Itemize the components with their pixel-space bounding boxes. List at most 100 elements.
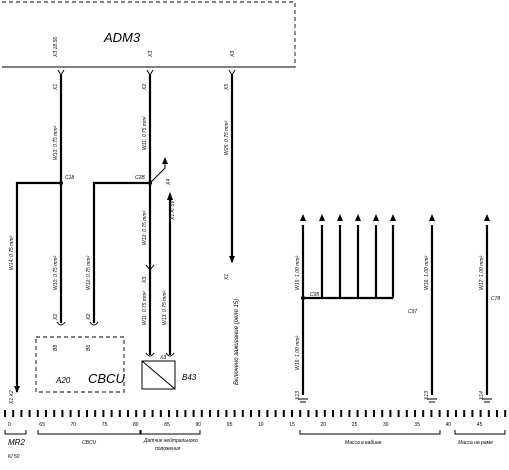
ruler-segment <box>315 410 318 417</box>
wire-3-label-mid: W12: 0.75 mm² <box>142 210 148 245</box>
a20-label: A20 <box>55 376 71 385</box>
ruler-segment <box>446 410 449 417</box>
group-sensor-line1: Датчик нейтрального <box>143 437 198 444</box>
wire-4-pin-top: X5 <box>224 84 230 91</box>
wire-4-label: W25: 0.75 mm² <box>224 120 230 155</box>
ruler-segment <box>340 410 343 417</box>
ruler-tick-label: 30 <box>383 422 389 428</box>
riser-4-arrow-icon <box>373 214 379 221</box>
ruler-segment <box>176 410 179 417</box>
ruler-tick-label: 65 <box>39 422 45 428</box>
splice-c78-label: C78 <box>491 296 500 302</box>
b43-pin: X3 <box>159 355 166 361</box>
adm3-pin-2: X3 <box>148 51 154 58</box>
frame-ground-arrow-icon <box>484 214 490 221</box>
ruler-segment <box>250 410 252 417</box>
ruler-segment <box>69 410 72 417</box>
riser-2-arrow-icon <box>337 214 343 221</box>
ruler-segment <box>487 410 490 417</box>
ruler-segment <box>356 410 359 417</box>
ruler-segment <box>422 410 425 417</box>
group-mass-frame-label: Масса на раме <box>458 440 493 446</box>
mr2-pin-label: X1 X2 <box>9 390 15 405</box>
wire-mr2-label: W14: 0.75 mm² <box>9 235 15 270</box>
frame-ground-pin: X14 <box>479 391 485 401</box>
ignition-arrow-icon <box>229 256 235 263</box>
adm3-pin-1: X3 18.56 <box>53 37 59 58</box>
ruler-segment <box>414 410 416 417</box>
ruler-tick-label: 0 <box>8 422 11 428</box>
wire-3: X2 W11: 0.75 mm² W12: 0.75 mm² W11: 0.75… <box>135 75 155 357</box>
ruler-segment <box>471 410 474 417</box>
splice-c97-label: C97 <box>408 309 417 315</box>
ruler-segment <box>323 410 326 417</box>
ruler-tick-label: 75 <box>102 422 108 428</box>
bracket-mr2 <box>4 430 27 435</box>
bracket-mass-frame <box>454 430 506 435</box>
ruler-segment <box>307 410 310 417</box>
mid-ground-pin: X13 <box>424 391 430 401</box>
bracket-mass-cab <box>299 430 441 435</box>
cab-risers <box>319 214 396 298</box>
ruler-segment <box>28 410 31 417</box>
cbcu-label: CBCU <box>88 371 125 386</box>
mid-ground-label: W16: 1.00 mm² <box>424 255 430 290</box>
ruler-tick-label: 20 <box>321 422 327 428</box>
ruler-tick-label: 80 <box>133 422 139 428</box>
ruler-segment <box>381 410 384 417</box>
wire-b43-feed: X1 A: 5V W13: 0.75 mm² <box>162 192 176 357</box>
wire-2: W12: 0.75 mm² X2 <box>86 181 150 326</box>
ruler-segment <box>77 410 80 417</box>
group-cbcu-label: CBCU <box>82 440 97 446</box>
mr2-arrow-icon <box>14 386 20 393</box>
b43-label: B43 <box>182 373 197 382</box>
ruler-segment <box>258 410 261 417</box>
ruler-segment <box>168 410 170 417</box>
wire-mr2-branch: W14: 0.75 mm² X1 X2 <box>9 181 61 405</box>
adm3-pin-3: X3 <box>230 51 236 58</box>
cbcu-block: CBCU A20 B8 B6 <box>35 336 125 393</box>
bracket-sensor <box>140 430 201 435</box>
a20-pin-1: B8 <box>53 345 59 351</box>
ruler-segment <box>364 410 367 417</box>
wire-2-pin: X2 <box>86 314 92 321</box>
ruler-segment <box>61 410 64 417</box>
ground-symbol-1-icon <box>298 398 308 403</box>
ruler-segment <box>143 410 146 417</box>
ruler-tick-label: 90 <box>196 422 202 428</box>
group-mass-cab-label: Масса в кабине <box>345 440 382 446</box>
ruler-segment <box>332 410 334 417</box>
ruler-segment <box>20 410 23 417</box>
ruler-segment <box>102 410 105 417</box>
wire-1-label-top: W10: 0.75 mm² <box>53 125 59 160</box>
ruler-segment <box>241 410 244 417</box>
cab-ground-label-1: W15: 1.00 mm² <box>295 255 301 290</box>
ruler-segment <box>184 410 187 417</box>
mid-ground-arrow-icon <box>429 214 435 221</box>
ruler-segment <box>110 410 113 417</box>
ruler-segment <box>299 410 302 417</box>
frame-ground-label: W17: 1.00 mm² <box>479 255 485 290</box>
ruler-tick-label: 35 <box>414 422 420 428</box>
ruler-segment <box>389 410 392 417</box>
b43-feed-label: W13: 0.75 mm² <box>162 290 168 325</box>
ruler-segment <box>405 410 408 417</box>
ruler-segment <box>282 410 285 417</box>
ruler-segment <box>209 410 211 417</box>
wire-4-ignition: X5 W25: 0.75 mm² X1 Включено зажигание (… <box>224 75 240 385</box>
adm3-label: ADM3 <box>103 30 141 45</box>
ignition-text: Включено зажигание (реле 15) <box>234 299 240 385</box>
wire-1-pin-top: X1 <box>53 84 59 91</box>
wire-1: X1 W10: 0.75 mm² W10: 0.75 mm² X2 C18 <box>53 75 74 326</box>
ruler-tick-label: 85 <box>164 422 170 428</box>
b43-sensor: B43 X3 <box>141 355 197 390</box>
group-kl50-label: Kl 50 <box>8 454 20 460</box>
ruler-segment <box>225 410 228 417</box>
ruler-tick-label: 40 <box>446 422 452 428</box>
ruler-segment <box>94 410 97 417</box>
splice-c95-dot <box>301 296 305 300</box>
ruler-segment <box>397 410 400 417</box>
wire-c2b-up: X4 <box>149 157 172 186</box>
wire-3-pin-mid: X3 <box>142 277 148 284</box>
riser-5-arrow-icon <box>390 214 396 221</box>
